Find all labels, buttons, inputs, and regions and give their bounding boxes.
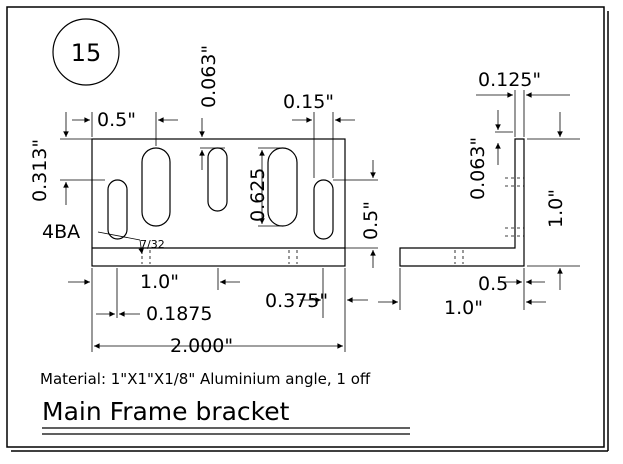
dim-0-375: 0.375" <box>265 290 328 312</box>
dim-0-125: 0.125" <box>478 69 541 91</box>
angle-profile <box>399 138 525 267</box>
hole-note-small: 7/32 <box>140 238 165 251</box>
part-number: 15 <box>71 39 102 67</box>
slot-5 <box>313 179 334 240</box>
dim-0-063-side: 0.063" <box>467 137 489 200</box>
dim-0-5-side: 0.5 <box>478 273 508 295</box>
slot-3 <box>207 147 228 212</box>
drawing-border <box>6 6 605 448</box>
slot-1 <box>107 179 128 240</box>
dim-1-0-horizontal: 1.0" <box>444 297 483 319</box>
front-view-outline <box>91 138 346 267</box>
dim-0-063-top: 0.063" <box>198 45 220 108</box>
material-note: Material: 1"X1"X1/8" Aluminium angle, 1 … <box>40 370 371 388</box>
drawing-title: Main Frame bracket <box>42 397 290 426</box>
part-number-circle <box>52 18 120 86</box>
front-view: 0.313" 0.5" 0.063" 0.15" 0.625 0.5" 4BA <box>29 45 382 357</box>
slot-2 <box>141 147 171 227</box>
dim-1-0-vertical: 1.0" <box>545 189 567 228</box>
dim-0-313: 0.313" <box>29 139 51 202</box>
dim-0-625: 0.625 <box>247 168 269 222</box>
dim-1-0-bottom: 1.0" <box>140 271 179 293</box>
dim-0-1875: 0.1875 <box>146 303 212 325</box>
dim-2-000: 2.000" <box>170 335 233 357</box>
dim-0-5-top: 0.5" <box>97 109 136 131</box>
dim-0-15: 0.15" <box>283 91 334 113</box>
side-view: 0.125" 0.063" 1.0" 0.5 1.0" <box>378 69 580 319</box>
dim-0-5-right: 0.5" <box>360 201 382 240</box>
hole-note: 4BA <box>42 221 80 243</box>
slot-4 <box>267 147 298 227</box>
